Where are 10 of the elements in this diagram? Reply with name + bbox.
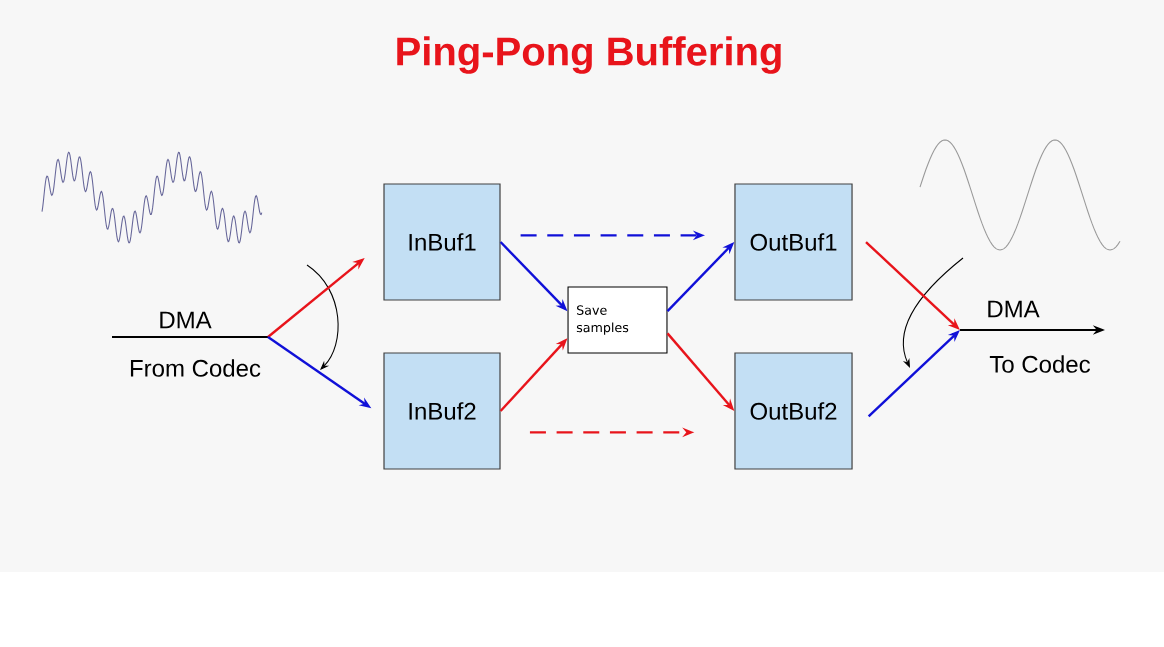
buffer-box: InBuf1 [383,183,501,301]
signal-label: DMA [160,311,212,329]
signal-label: To Codec [989,355,1091,373]
process-box: Save samples [567,286,668,354]
buffer-box: InBuf2 [383,352,501,470]
title: Ping-Pong Buffering [397,36,781,74]
signal-label: DMA [988,300,1040,318]
buffer-box: OutBuf2 [734,352,853,470]
signal-label: From Codec [130,359,261,377]
buffer-box: OutBuf1 [734,183,853,301]
